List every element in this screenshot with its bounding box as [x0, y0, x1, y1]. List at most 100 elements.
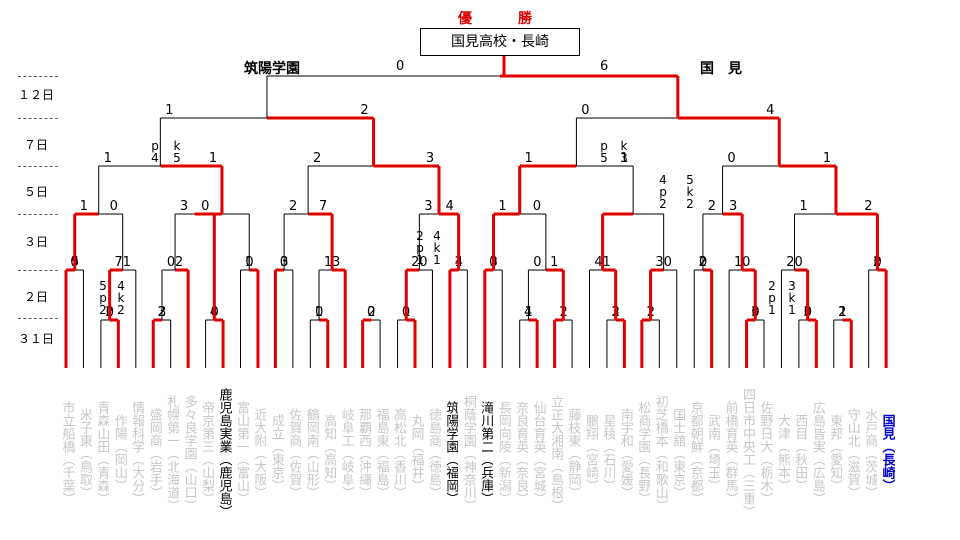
score-left: 1: [80, 199, 88, 214]
score-right: 4: [766, 103, 774, 118]
team-school: 南宇和: [617, 407, 633, 447]
pk-label: 1: [768, 303, 776, 317]
team-school: 立正大湘南: [548, 394, 564, 460]
team-name: 国士舘（東京）: [668, 369, 685, 537]
team-school: 西目: [792, 414, 808, 440]
pk-label: k: [789, 291, 796, 305]
team-prefecture: （山口）: [181, 459, 197, 512]
team-name: 武南（埼玉）: [703, 369, 720, 537]
day-label-12: １２日: [17, 88, 54, 102]
team-school: 四日市中央工: [740, 388, 756, 466]
day-divider: [18, 270, 58, 271]
team-name: 西目（秋田）: [790, 369, 807, 537]
team-school: 広島皆実: [809, 401, 825, 453]
team-prefecture: （埼玉）: [705, 440, 721, 492]
team-school: 那覇西: [356, 407, 372, 447]
team-prefecture: （北海道）: [164, 446, 180, 512]
pk-label: 1: [433, 253, 441, 267]
score-left: 1: [525, 151, 533, 166]
team-name: 守山北（滋賀）: [843, 369, 860, 537]
team-school: 守山北: [844, 407, 860, 447]
team-name: 盛岡商（岩手）: [145, 369, 162, 537]
pk-label: 3: [620, 151, 628, 165]
team-name: 国見（長崎）: [878, 369, 895, 537]
team-name: 松商学園（長野）: [633, 369, 650, 537]
team-school: 水戸商: [862, 407, 878, 447]
team-prefecture: （神奈川）: [460, 446, 476, 512]
score-left: 2: [368, 305, 376, 320]
pk-label: 2: [686, 197, 694, 211]
score-right: 2: [864, 199, 872, 214]
team-name: 多々良学園（山口）: [180, 369, 197, 537]
team-school: 筑陽学園: [443, 401, 459, 453]
team-name: 南宇和（愛媛）: [616, 369, 633, 537]
score-right: 3: [729, 199, 737, 214]
team-name: 丸岡（福井）: [407, 369, 424, 537]
team-prefecture: （高知）: [321, 440, 337, 492]
score-right: 1: [123, 255, 131, 270]
team-prefecture: （秋田）: [792, 440, 808, 492]
team-name: 水戸商（茨城）: [860, 369, 877, 537]
pk-label: p: [659, 185, 667, 199]
team-school: 武南: [705, 414, 721, 440]
title-char-1: 優: [458, 11, 474, 27]
pk-label: 4: [117, 279, 125, 293]
team-prefecture: （山梨）: [199, 453, 215, 505]
pk-label: 5: [99, 279, 107, 293]
team-school: 成立: [268, 414, 284, 440]
team-prefecture: （滋賀）: [844, 446, 860, 499]
team-school: 米子東: [76, 407, 92, 447]
team-name: 鹿児島実業（鹿児島）: [215, 369, 232, 537]
day-label-31: ３１日: [17, 332, 54, 346]
pk-label: p: [768, 291, 776, 305]
team-school: 青森山田: [94, 401, 110, 453]
team-prefecture: （鹿児島）: [216, 453, 232, 518]
team-prefecture: （長崎）: [879, 440, 895, 492]
team-school: 前橋育英: [722, 401, 738, 453]
team-name: 福島東（福島）: [372, 369, 389, 537]
team-prefecture: （静岡）: [565, 446, 581, 499]
day-label-7: ７日: [23, 138, 48, 152]
team-name: 情報科学（大分）: [127, 369, 144, 537]
score-right: 0: [367, 305, 375, 320]
score-left: 0: [167, 255, 175, 270]
team-school: 松商学園: [635, 401, 651, 453]
pk-label: 4: [151, 151, 159, 165]
team-prefecture: （福井）: [408, 440, 424, 492]
day-label-5: ５日: [23, 185, 48, 199]
team-prefecture: （岩手）: [146, 446, 162, 499]
pk-label: 5: [686, 173, 694, 187]
team-name: 鵬翔（宮崎）: [581, 369, 598, 537]
score-left: 3: [180, 199, 188, 214]
team-name: 東邦（愛知）: [825, 369, 842, 537]
score-left: 0: [533, 255, 541, 270]
pk-label: 3: [788, 279, 796, 293]
score-left: 2: [708, 199, 716, 214]
team-name: 桐蔭学園（神奈川）: [459, 369, 476, 537]
score-left: 0: [581, 103, 589, 118]
team-name: 四日市中央工（三重）: [738, 369, 755, 537]
pk-label: 1: [788, 303, 796, 317]
team-school: 盛岡商: [146, 407, 162, 447]
team-prefecture: （和歌山）: [652, 446, 668, 512]
pk-label: 2: [117, 303, 125, 317]
team-school: 福島東: [373, 407, 389, 447]
team-school: 高松北: [391, 407, 407, 447]
score-left: 1: [165, 103, 173, 118]
score-left: 0: [727, 151, 735, 166]
team-prefecture: （大分）: [129, 453, 145, 505]
team-prefecture: （三重）: [740, 466, 756, 518]
team-prefecture: （茨城）: [862, 446, 878, 499]
day-label-3: ３日: [23, 235, 48, 249]
team-school: 星稜: [600, 414, 616, 440]
pk-label: k: [174, 139, 181, 153]
score-right: 0: [419, 255, 427, 270]
score-right: 0: [664, 255, 672, 270]
team-name: 大津（熊本）: [773, 369, 790, 537]
pk-label: p: [416, 241, 424, 255]
score-right: 1: [603, 255, 611, 270]
team-prefecture: （佐賀）: [286, 446, 302, 499]
team-school: 鶴岡南: [303, 407, 319, 447]
team-name: 広島皆実（広島）: [808, 369, 825, 537]
team-prefecture: （鳥取）: [76, 446, 92, 499]
